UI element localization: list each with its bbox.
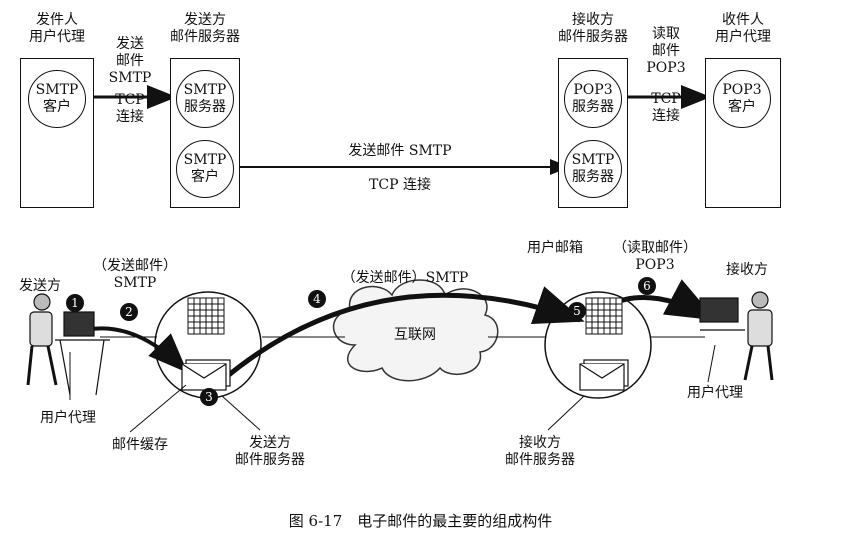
sender-person-icon [26, 293, 110, 396]
step-3-badge: 3 [200, 388, 218, 406]
sender-server-title: 发送方邮件服务器 [170, 12, 240, 45]
middle-arrow-label-top: 发送邮件 SMTP [348, 143, 452, 159]
sender-ua-title: 发件人用户代理 [29, 12, 85, 45]
step2-label: （发送邮件）SMTP [93, 258, 177, 291]
left-arrow-label: 发送 邮件 SMTP TCP 连接 [108, 36, 152, 125]
sender-ua-label: 用户代理 [40, 410, 96, 426]
step-1-badge: 1 [66, 294, 84, 312]
receiver-server-circle [544, 291, 652, 399]
step-5-badge: 5 [568, 302, 586, 320]
receiver-ua-title: 收件人用户代理 [715, 12, 771, 45]
sender-envelope-icon [181, 359, 231, 391]
mail-cache-label: 邮件缓存 [112, 437, 168, 453]
internet-label: 互联网 [394, 327, 436, 343]
receiver-ua-label: 用户代理 [687, 385, 743, 401]
mailbox-label: 用户邮箱 [527, 240, 583, 256]
receiver-label: 接收方 [726, 262, 768, 278]
step-2-badge: 2 [120, 303, 138, 321]
step4-arrow [223, 286, 585, 380]
step6-label: （读取邮件）POP3 [613, 240, 697, 273]
receiver-mailbox-grid-icon [585, 297, 623, 335]
receiver-server-title: 接收方邮件服务器 [558, 12, 628, 45]
figure-caption: 图 6-17 电子邮件的最主要的组成构件 [288, 512, 553, 530]
sender-label: 发送方 [19, 278, 61, 294]
step2-arrow [84, 326, 188, 373]
right-arrow-label: 读取 邮件 POP3 TCP 连接 [646, 26, 686, 124]
receiver-person-icon [699, 291, 774, 381]
step-4-badge: 4 [308, 290, 326, 308]
receiver-mail-server-label: 接收方邮件服务器 [505, 435, 575, 468]
sender-mail-server-label: 发送方邮件服务器 [235, 435, 305, 468]
receiver-envelope-icon [579, 359, 629, 391]
step6-arrow [608, 279, 717, 321]
middle-arrow-label-bottom: TCP 连接 [369, 177, 431, 193]
step-6-badge: 6 [638, 277, 656, 295]
step4-label: （发送邮件）SMTP [341, 270, 469, 286]
sender-mailbox-grid-icon [187, 297, 225, 335]
